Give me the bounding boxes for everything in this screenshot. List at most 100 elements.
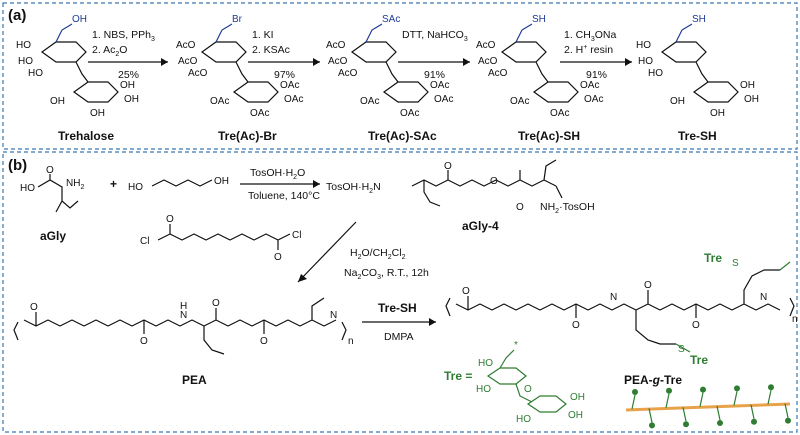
compound-3-sub-2: AcO	[488, 68, 508, 79]
cartoon-glycan	[785, 417, 791, 424]
agly-nh2: NH2	[66, 178, 84, 191]
step1-bottom: Toluene, 140°C	[248, 190, 320, 202]
pea-o4: O	[260, 336, 268, 347]
peg-o3: O	[644, 280, 652, 291]
diol-ho: HO	[128, 182, 143, 193]
pea-o1: O	[30, 302, 38, 313]
cartoon-branch	[733, 391, 738, 406]
compound-4-top-group: SH	[692, 14, 706, 25]
cartoon-backbone	[625, 402, 791, 412]
plus-sign: +	[110, 177, 117, 191]
cartoon-glycan	[683, 421, 689, 428]
compound-4-name: Tre-SH	[678, 129, 717, 143]
pea-sub-n: n	[348, 336, 354, 347]
peg-s1: S	[678, 344, 685, 355]
peg-o1: O	[462, 286, 470, 297]
compound-4-sub-5: OH	[710, 108, 725, 119]
step3-arrowhead	[429, 318, 436, 326]
compound-0-name: Trehalose	[58, 129, 114, 143]
tre-o: O	[524, 384, 532, 395]
panel-a: OHHOHOHOOHOHOHOHTrehaloseBrAcOAcOAcOOAcO…	[16, 14, 759, 143]
compound-1-sub-6: OAc	[210, 96, 229, 107]
cartoon-branch	[682, 407, 687, 422]
cartoon-branch	[767, 390, 772, 405]
peg-o2: O	[572, 320, 580, 331]
panel-a-tag: (a)	[8, 7, 26, 24]
cartoon-branch	[665, 393, 670, 408]
cartoon-glycan	[717, 420, 723, 426]
peg-tre2: Tre	[704, 251, 722, 265]
peg-tre1: Tre	[690, 353, 708, 367]
pea-name: PEA	[182, 373, 207, 387]
cartoon-glycan	[751, 418, 757, 425]
compound-0-top-group: OH	[72, 14, 87, 25]
panel-b: HO O NH2 aGly + HO OH TosOH·H2O Toluene,…	[13, 159, 798, 429]
step2-line2: Na2CO3, R.T., 12h	[344, 267, 429, 281]
compound-0-sub-6: OH	[50, 96, 65, 107]
agly4-right: NH2·TosOH	[540, 201, 595, 215]
cartoon-branch	[784, 403, 789, 418]
tre-legend: Tre = * HO HO O HO OH OH	[444, 340, 585, 425]
peg-n1: N	[610, 292, 617, 303]
cartoon-branch	[631, 394, 636, 410]
step-0-line2: 2. Ac2O	[92, 44, 127, 58]
compound-4-sub-3: OH	[740, 80, 755, 91]
compound-3-sub-0: AcO	[476, 40, 496, 51]
step-1: 1. KI 2. KSAc 97%	[248, 29, 320, 81]
pea-o3: O	[212, 298, 220, 309]
compound-2-sub-2: AcO	[338, 68, 358, 79]
tre-ho3: HO	[516, 414, 531, 425]
compound-1-top-group: Br	[232, 14, 243, 25]
step-2-yield: 91%	[424, 69, 445, 81]
pea-h: H	[180, 301, 187, 312]
compound-1-sub-3: OAc	[280, 80, 299, 91]
cartoon-glycan	[632, 389, 638, 395]
compound-0-sub-3: OH	[120, 80, 135, 91]
acid-o2: O	[274, 252, 282, 263]
peg-o4: O	[692, 320, 700, 331]
step-0-arrowhead	[161, 58, 168, 66]
compound-3-sub-5: OAc	[550, 108, 569, 119]
cartoon-branch	[750, 404, 755, 419]
acid-cl1: Cl	[140, 236, 149, 247]
compound-4-sub-1: HO	[638, 56, 653, 67]
compound-1-sub-1: AcO	[178, 56, 198, 67]
compound-1-sub-2: AcO	[188, 68, 208, 79]
pea-g-tre-structure: O O O O N N n S Tre S Tre	[445, 251, 798, 367]
step1-arrowhead	[313, 180, 320, 188]
pea-n: N	[180, 310, 187, 321]
compound-3-sub-6: OAc	[510, 96, 529, 107]
diol-oh: OH	[214, 176, 229, 187]
panel-b-tag: (b)	[8, 157, 27, 174]
acid-cl2: Cl	[292, 230, 301, 241]
step-1-line1: 1. KI	[252, 29, 274, 41]
cartoon-branch	[716, 405, 721, 421]
step-1-line2: 2. KSAc	[252, 44, 290, 56]
pea-nh: N	[330, 310, 337, 321]
panel-a-frame	[2, 2, 798, 150]
step2-arrowhead	[298, 274, 307, 282]
compound-3-name: Tre(Ac)-SH	[518, 129, 580, 143]
agly4-o3: O	[516, 202, 524, 213]
step-2-arrowhead	[463, 58, 470, 66]
pea-o2: O	[140, 336, 148, 347]
compound-0-sub-2: HO	[28, 68, 43, 79]
compound-2-name: Tre(Ac)-SAc	[368, 129, 437, 143]
step-3-line2: 2. H+ resin	[564, 44, 613, 56]
agly4-left: TosOH·H2N	[326, 181, 381, 195]
cartoon-branch	[699, 392, 704, 407]
compound-2-sub-0: AcO	[326, 40, 346, 51]
step-1-yield: 97%	[274, 69, 295, 81]
step3-bottom: DMPA	[384, 331, 414, 343]
step-3-yield: 91%	[586, 69, 607, 81]
compound-3-top-group: SH	[532, 14, 546, 25]
step1-top: TosOH·H2O	[250, 167, 305, 181]
cartoon-glycan	[700, 386, 706, 393]
